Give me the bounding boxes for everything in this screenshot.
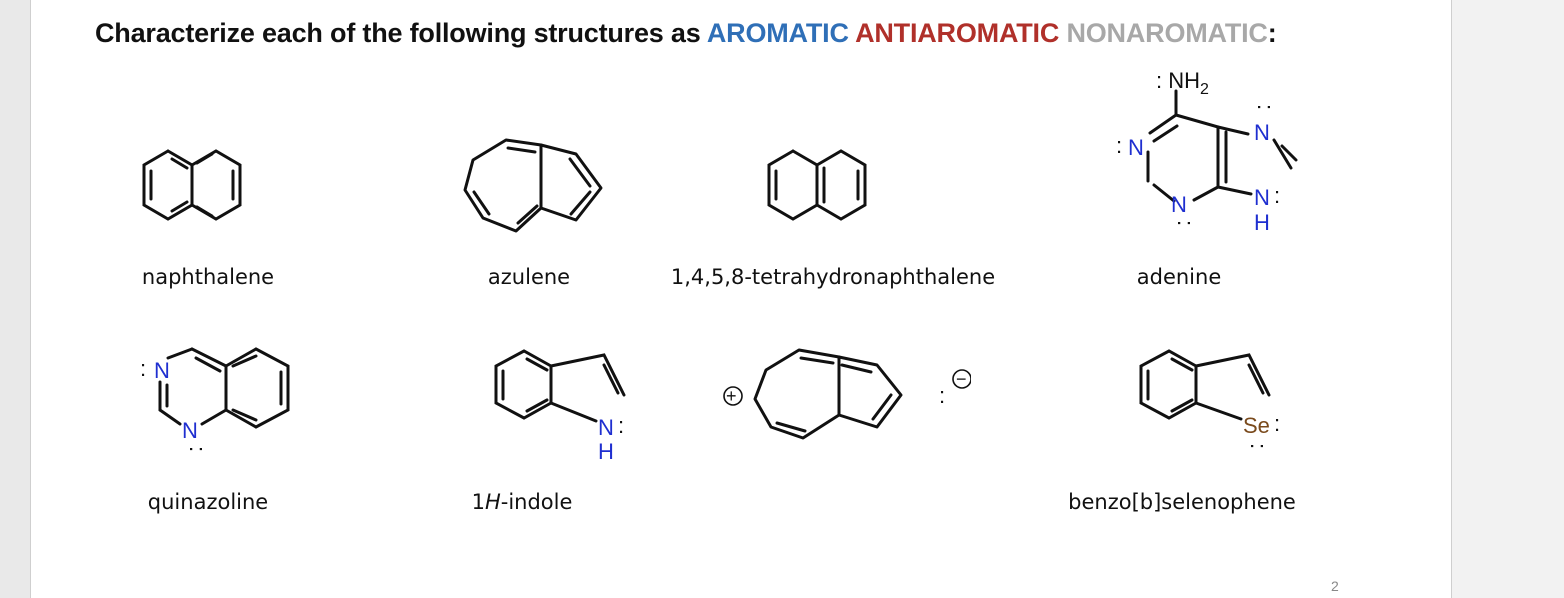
indole-n-pair: :	[618, 413, 624, 438]
caption-tetrahydronaphthalene: 1,4,5,8-tetrahydronaphthalene	[670, 265, 996, 289]
adenine-n3: N	[1171, 192, 1187, 217]
adenine-n9: N	[1254, 185, 1270, 210]
indole-structure: N : H	[494, 349, 626, 464]
azulene-structure	[463, 138, 603, 233]
selenium-pair-bottom: :	[1246, 443, 1271, 449]
adenine-n3-pair: :	[1173, 220, 1198, 226]
quinazoline-n3: N	[182, 418, 198, 443]
benzoselenophene-structure: Se : :	[1139, 349, 1280, 449]
zwitterion-lone-pair: :	[939, 383, 945, 408]
tetrahydronaphthalene-structure	[767, 149, 867, 221]
adenine-n9-pair: :	[1274, 183, 1280, 208]
quinazoline-n1-pair: :	[140, 356, 146, 381]
quinazoline-n1: N	[154, 358, 170, 383]
caption-benzoselenophene: benzo[b]selenophene	[1068, 490, 1296, 514]
caption-azulene: azulene	[487, 265, 571, 289]
selenium-pair-right: :	[1274, 411, 1280, 436]
indole-n: N	[598, 415, 614, 440]
slide: Characterize each of the following struc…	[30, 0, 1452, 598]
indole-h: H	[598, 439, 614, 464]
zwitterion-plus: +	[726, 386, 737, 406]
right-gutter	[1452, 0, 1564, 598]
quinazoline-structure: N : N :	[140, 347, 290, 452]
title-nonaromatic: NONAROMATIC	[1066, 18, 1268, 48]
caption-naphthalene: naphthalene	[141, 265, 275, 289]
title-aromatic: AROMATIC	[706, 18, 849, 48]
title-prefix: Characterize each of the following struc…	[95, 18, 707, 48]
slide-title: Characterize each of the following struc…	[95, 18, 1277, 49]
adenine-structure: : NH2 N : N : N : N : H	[1116, 68, 1298, 235]
selenium-atom: Se	[1243, 413, 1270, 438]
quinazoline-n3-pair: :	[185, 446, 210, 452]
adenine-n7-pair: :	[1253, 104, 1278, 110]
naphthalene-structure	[142, 149, 242, 221]
adenine-n1: N	[1128, 135, 1144, 160]
azulene-zwitterion-structure: + : −	[723, 348, 971, 440]
caption-indole: 1H-indole	[471, 490, 573, 514]
zwitterion-minus: −	[956, 369, 967, 389]
adenine-n1-pair: :	[1116, 133, 1122, 158]
caption-quinazoline: quinazoline	[147, 490, 269, 514]
title-suffix: :	[1267, 18, 1277, 48]
adenine-amine: : NH2	[1156, 68, 1209, 98]
adenine-h: H	[1254, 210, 1270, 235]
caption-adenine: adenine	[1136, 265, 1222, 289]
adenine-n7: N	[1254, 120, 1270, 145]
title-antiaromatic: ANTIAROMATIC	[855, 18, 1060, 48]
page-number: 2	[1331, 578, 1339, 594]
